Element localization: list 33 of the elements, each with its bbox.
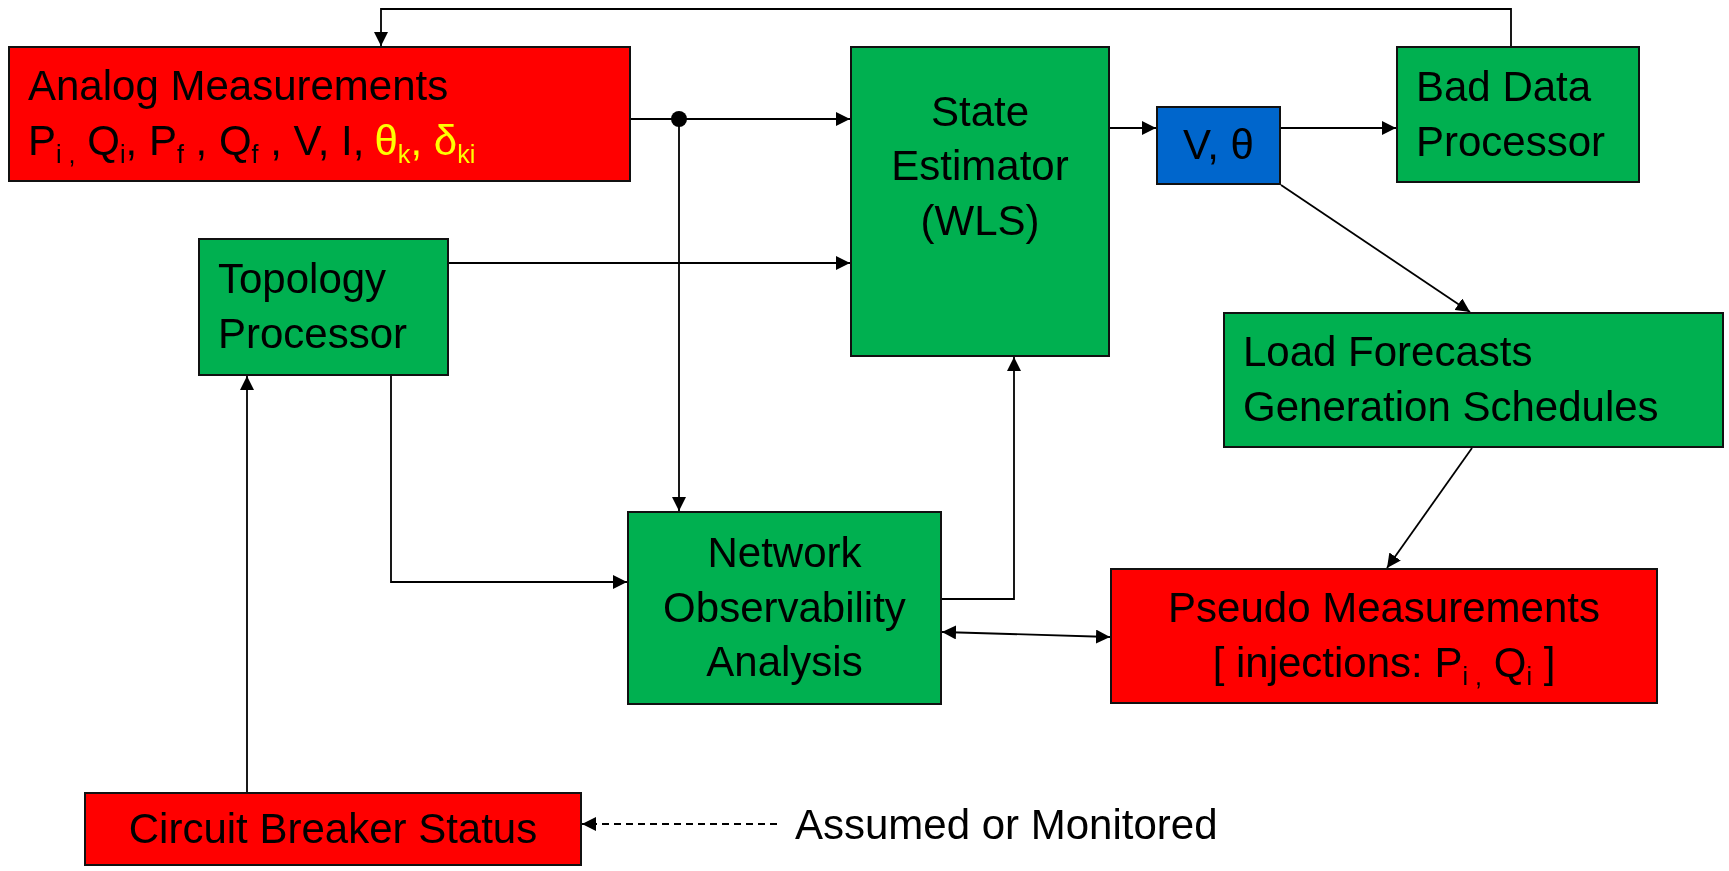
- dashed-arrow: [581, 817, 778, 831]
- arrow: [448, 256, 851, 270]
- label-text: Bad Data Processor: [1416, 61, 1607, 167]
- label-text: Pseudo Measurements: [1168, 583, 1600, 634]
- input-box: [84, 792, 582, 866]
- arrow: [1280, 184, 1471, 313]
- input-box: [8, 46, 631, 182]
- label-text: Assumed or Monitored: [795, 799, 1218, 850]
- arrow: [240, 375, 254, 793]
- process-box: [198, 238, 449, 376]
- arrow: [1109, 121, 1157, 135]
- arrow: [941, 625, 1111, 644]
- process-box: [627, 511, 942, 705]
- label-text: Topology Processor: [218, 254, 409, 359]
- label-text: P$_{i ,}$ Q$_{i}$, P$_{f}$ , Q$_{f}$ , V, I,: [28, 116, 365, 169]
- label-text: [ injections: P$_{i ,}$ Q$_{i}$ ]: [1212, 638, 1556, 691]
- highlighted-text: θ$_{k}$, δ$_{ki}$: [374, 116, 476, 169]
- arrow: [941, 356, 1021, 600]
- label-text: Load Forecasts Generation Schedules: [1243, 327, 1660, 432]
- output-box: [1156, 106, 1281, 185]
- label-text: Analog Measurements: [28, 61, 449, 112]
- label-text: Circuit Breaker Status: [128, 803, 538, 854]
- arrow: [390, 375, 628, 589]
- arrow: [1280, 121, 1397, 135]
- label-text: V, θ: [1183, 120, 1254, 171]
- arrow: [1386, 447, 1473, 569]
- label-text: State Estimator (WLS): [890, 86, 1070, 246]
- process-box: [1396, 46, 1640, 183]
- arrow: [374, 8, 1512, 47]
- process-box: [850, 46, 1110, 357]
- input-box: [1110, 568, 1658, 704]
- process-box: [1223, 312, 1724, 448]
- label-text: Network Observability Analysis: [662, 528, 907, 688]
